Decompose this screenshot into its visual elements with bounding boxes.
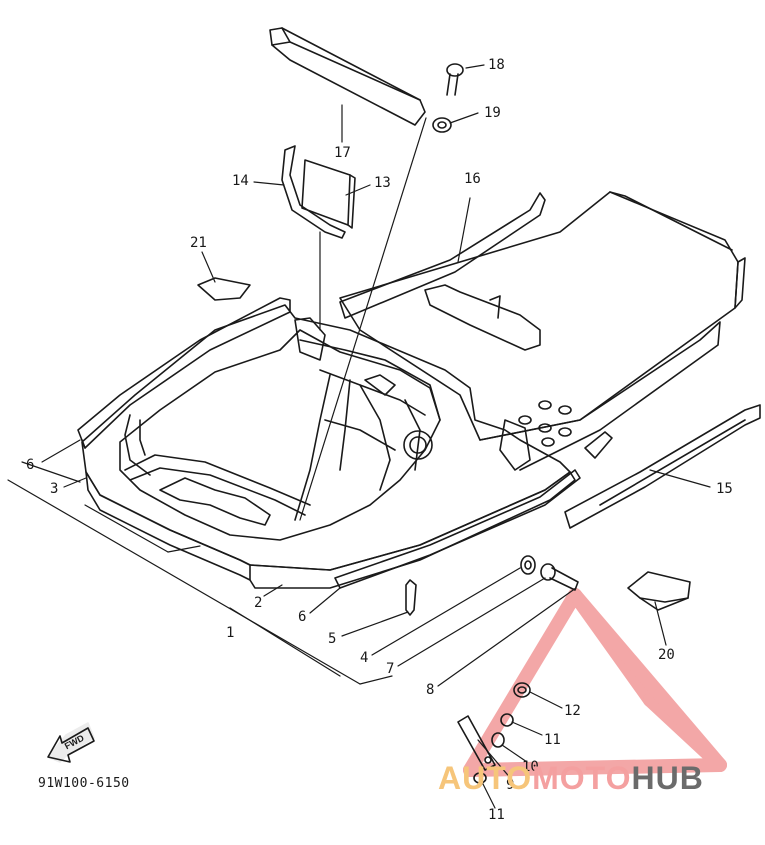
watermark-moto: MOTO [532,760,632,796]
callout-15: 15 [716,481,733,497]
fwd-arrow-icon [47,722,95,763]
callout-21: 21 [190,235,207,251]
part-17-bracket [269,27,426,126]
part-13-plate [301,159,356,229]
callout-20: 20 [658,647,675,663]
callout-14: 14 [232,173,249,189]
right-side-rail [334,469,581,589]
callout-10: 10 [522,759,539,775]
callout-7: 7 [386,661,395,677]
callout-11-upper: 11 [544,732,561,748]
part-9-bracket [457,715,496,771]
callout-6-left: 6 [26,457,35,473]
part-21-pad [197,277,251,301]
callout-9: 9 [506,777,515,793]
part-10-spacer [491,732,505,748]
part-14-handle [281,145,346,239]
part-15-rail [564,404,761,529]
callout-6-right: 6 [298,609,307,625]
part-11b-washer [473,772,487,784]
callout-1: 1 [226,625,235,641]
tunnel-fitting [584,431,613,459]
part-19-nut [432,117,452,133]
chassis-body [81,191,746,589]
watermark-hub: HUB [631,760,704,796]
part-12-nut [513,682,531,698]
part-code: 91W100-6150 [38,776,130,791]
callout-12: 12 [564,703,581,719]
callout-19: 19 [484,105,501,121]
callout-8: 8 [426,682,435,698]
watermark-auto: AUTO [438,760,533,796]
part-18-bolt [446,63,464,96]
watermark-logo: AUTOMOTOHUB [438,760,704,797]
reference-lines [7,461,393,685]
callout-2: 2 [254,595,263,611]
callout-17: 17 [334,145,351,161]
callout-13: 13 [374,175,391,191]
part-7-bolt [540,563,579,591]
callout-4: 4 [360,650,369,666]
callout-3: 3 [50,481,59,497]
part-11-washer [500,713,514,727]
part-4-washer [520,555,536,575]
leader-lines [41,64,711,809]
callout-18: 18 [488,57,505,73]
watermark-triangle [463,588,727,777]
callout-11-lower: 11 [488,807,505,823]
part-5-rivet [405,579,417,616]
part-16-rail [339,192,546,319]
callout-5: 5 [328,631,337,647]
part-20-pad [627,571,691,611]
callout-16: 16 [464,171,481,187]
left-running-board [77,297,291,449]
